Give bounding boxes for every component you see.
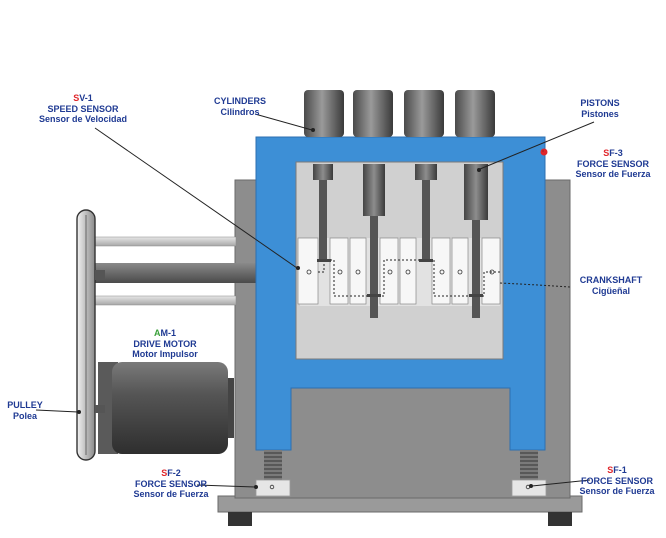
- pulley-line1: PULLEY: [7, 400, 43, 410]
- sv1-line1: SPEED SENSOR: [47, 103, 119, 114]
- pistons-line1: PISTONS: [580, 98, 620, 108]
- sf1-line2: Sensor de Fuerza: [579, 486, 655, 496]
- sv1-code: V-1: [79, 93, 93, 103]
- cylinders-line1: CYLINDERS: [213, 96, 266, 106]
- sf3-line2: Sensor de Fuerza: [575, 169, 651, 179]
- pistons-line2: Pistones: [581, 108, 619, 119]
- label-sf3: SF-3 FORCE SENSOR Sensor de Fuerza: [570, 148, 656, 180]
- sf1-line1: FORCE SENSOR: [580, 475, 653, 486]
- force-sensor-springs: [255, 450, 547, 497]
- label-crankshaft: CRANKSHAFT Cigüeñal: [570, 275, 652, 296]
- cylinders-group: [304, 90, 495, 137]
- drive-motor: [98, 362, 234, 454]
- crankshaft-line1: CRANKSHAFT: [579, 275, 643, 285]
- am1-code: M-1: [160, 328, 177, 338]
- sf2-line1: FORCE SENSOR: [134, 478, 207, 489]
- leader-lines: [35, 113, 595, 489]
- sf3-line1: FORCE SENSOR: [576, 158, 649, 169]
- cylinders-line2: Cilindros: [220, 106, 260, 117]
- sf3-prefix: S: [603, 148, 610, 158]
- sf3-code: F-3: [609, 148, 623, 158]
- base-plate: [217, 495, 583, 526]
- sv1-line2: Sensor de Velocidad: [38, 114, 128, 124]
- crankshaft-line2: Cigüeñal: [591, 285, 630, 296]
- label-sf2: SF-2 FORCE SENSOR Sensor de Fuerza: [128, 468, 214, 500]
- crankshaft-plates: [297, 237, 501, 305]
- label-cylinders: CYLINDERS Cilindros: [205, 96, 275, 117]
- pulley-line2: Polea: [12, 410, 37, 421]
- label-sv1: SV-1 SPEED SENSOR Sensor de Velocidad: [38, 93, 128, 125]
- label-pulley: PULLEY Polea: [2, 400, 48, 421]
- sf1-code: F-1: [613, 465, 627, 475]
- label-sf1: SF-1 FORCE SENSOR Sensor de Fuerza: [572, 465, 662, 497]
- sf2-prefix: S: [161, 468, 168, 478]
- sf2-line2: Sensor de Fuerza: [133, 489, 209, 499]
- pulley: [76, 209, 105, 461]
- label-pistons: PISTONS Pistones: [568, 98, 632, 119]
- sv1-prefix: S: [73, 93, 80, 103]
- sf1-prefix: S: [607, 465, 614, 475]
- sf2-code: F-2: [167, 468, 181, 478]
- label-am1: AM-1 DRIVE MOTOR Motor Impulsor: [120, 328, 210, 360]
- am1-line2: Motor Impulsor: [132, 349, 198, 359]
- am1-prefix: A: [154, 328, 161, 338]
- am1-line1: DRIVE MOTOR: [133, 338, 197, 349]
- pistons-group: [313, 164, 488, 318]
- drive-shaft: [88, 263, 306, 283]
- sf3-sensor-dot: [540, 148, 548, 156]
